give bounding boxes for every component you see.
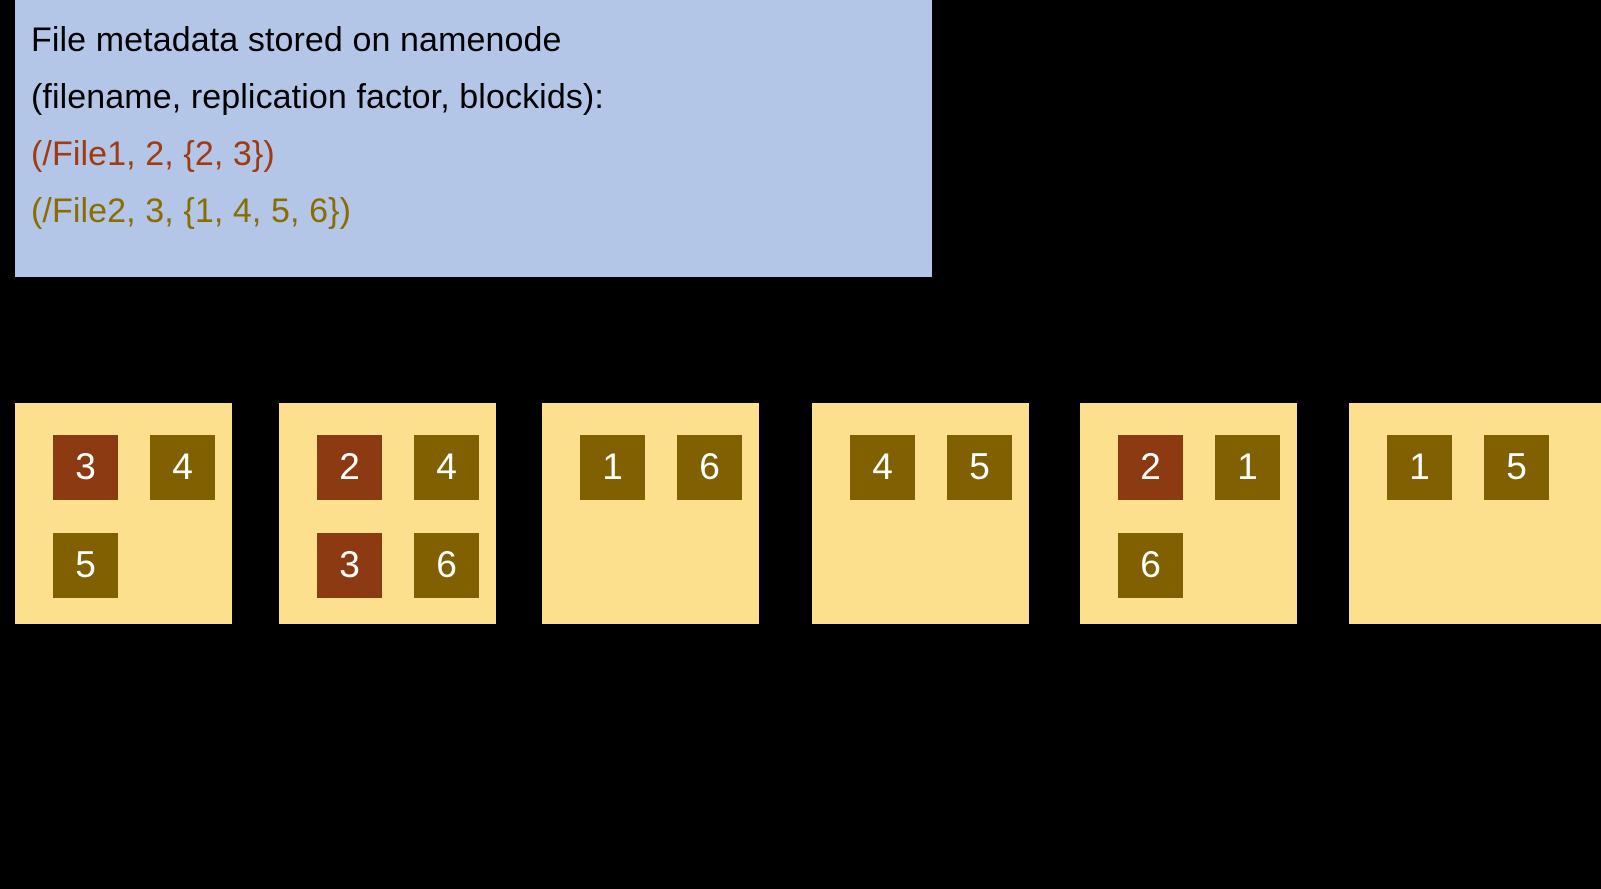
block-square[interactable]: 5 — [1484, 435, 1549, 500]
datanode-box-6[interactable]: 1 5 — [1349, 403, 1601, 624]
datanode-box-1[interactable]: 3 4 5 — [15, 403, 232, 624]
block-square[interactable]: 4 — [850, 435, 915, 500]
block-grid: 1 6 — [580, 435, 750, 500]
block-square[interactable]: 6 — [1118, 533, 1183, 598]
block-square[interactable]: 5 — [53, 533, 118, 598]
block-square[interactable]: 1 — [580, 435, 645, 500]
block-grid: 2 1 6 — [1118, 435, 1288, 598]
metadata-line-title: File metadata stored on namenode — [31, 21, 562, 59]
namenode-metadata-box: File metadata stored on namenode (filena… — [15, 0, 932, 277]
datanode-row: 3 4 5 2 4 3 6 1 6 4 5 2 1 6 1 — [0, 403, 1601, 625]
block-grid: 2 4 3 6 — [317, 435, 487, 598]
block-square[interactable]: 6 — [677, 435, 742, 500]
datanode-box-2[interactable]: 2 4 3 6 — [279, 403, 496, 624]
block-square[interactable]: 1 — [1215, 435, 1280, 500]
block-square[interactable]: 6 — [414, 533, 479, 598]
metadata-line-schema: (filename, replication factor, blockids)… — [31, 78, 604, 116]
block-square[interactable]: 4 — [414, 435, 479, 500]
block-square[interactable]: 2 — [1118, 435, 1183, 500]
block-square[interactable]: 5 — [947, 435, 1012, 500]
datanode-box-5[interactable]: 2 1 6 — [1080, 403, 1297, 624]
block-grid: 1 5 — [1387, 435, 1557, 500]
metadata-line-file2: (/File2, 3, {1, 4, 5, 6}) — [31, 192, 352, 230]
datanode-box-4[interactable]: 4 5 — [812, 403, 1029, 624]
datanode-box-3[interactable]: 1 6 — [542, 403, 759, 624]
block-square[interactable]: 2 — [317, 435, 382, 500]
metadata-line-file1: (/File1, 2, {2, 3}) — [31, 135, 275, 173]
block-square[interactable]: 4 — [150, 435, 215, 500]
block-square[interactable]: 3 — [317, 533, 382, 598]
block-grid: 3 4 5 — [53, 435, 223, 598]
block-grid: 4 5 — [850, 435, 1020, 500]
block-square[interactable]: 3 — [53, 435, 118, 500]
block-square[interactable]: 1 — [1387, 435, 1452, 500]
